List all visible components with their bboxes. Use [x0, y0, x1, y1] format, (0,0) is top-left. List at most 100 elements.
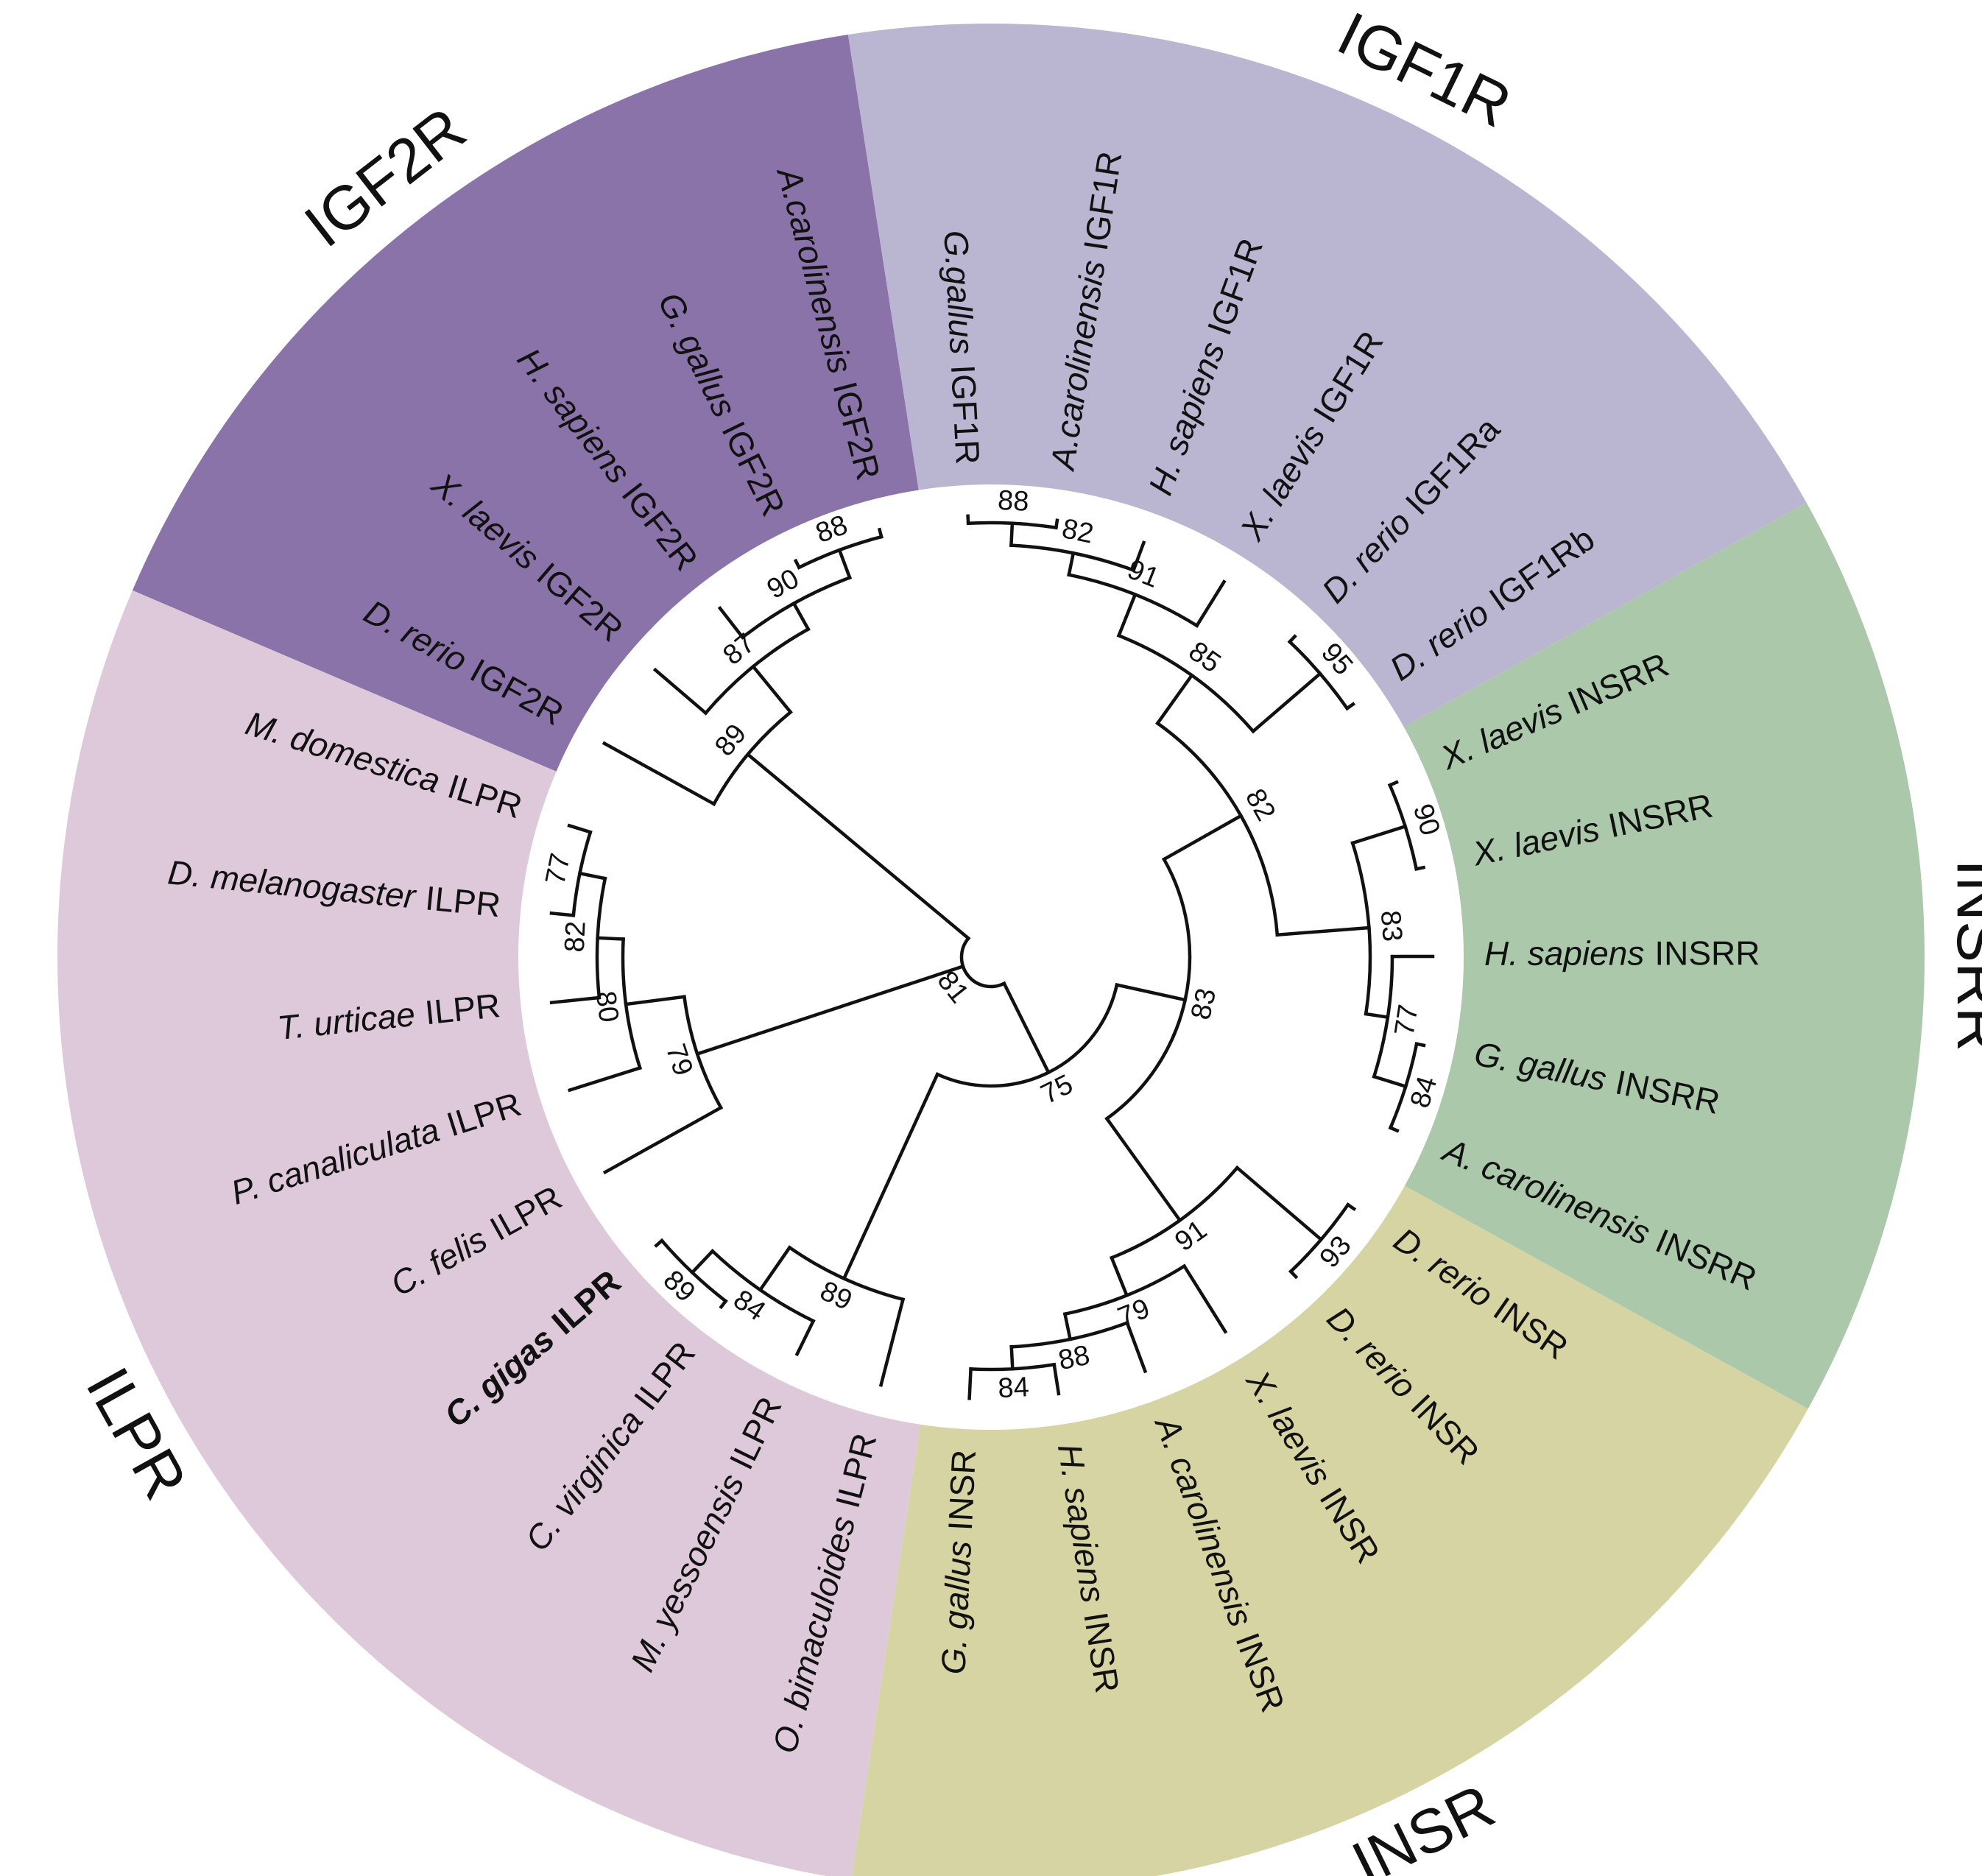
leaf-branch	[793, 558, 802, 570]
branch-arc	[1067, 573, 1199, 628]
leaf-label-g-gallus-insr: G. gallus INSR	[934, 1449, 983, 1676]
bootstrap-value: 77	[540, 850, 576, 887]
internal-branch	[1116, 592, 1138, 638]
branch-arc	[1372, 954, 1394, 1079]
leaf-branch	[549, 911, 576, 917]
leaf-branch	[966, 514, 970, 526]
internal-branch	[842, 1072, 940, 1281]
internal-branch	[1009, 1344, 1015, 1371]
internal-branch	[1009, 521, 1015, 548]
branch-arc	[1104, 857, 1192, 1121]
leaf-branch	[654, 1238, 665, 1248]
branch-arc	[621, 937, 643, 1071]
branch-arc	[1350, 841, 1372, 1016]
internal-branch	[750, 664, 793, 715]
branch-arc	[1287, 639, 1350, 711]
bootstrap-value: 83	[1185, 986, 1222, 1023]
internal-branch	[577, 871, 607, 881]
branch-arc	[1387, 783, 1419, 871]
bootstrap-value: 88	[1056, 1340, 1093, 1377]
leaf-branch	[602, 741, 716, 807]
leaf-branch	[1414, 865, 1426, 871]
bootstrap-value: 84	[997, 1372, 1029, 1404]
branch-arc	[659, 1238, 728, 1304]
internal-branch	[690, 1249, 715, 1275]
branch-arc	[969, 1362, 1057, 1372]
internal-branch	[624, 995, 686, 1006]
internal-branch	[1364, 1012, 1390, 1020]
internal-branch	[1235, 1165, 1324, 1242]
bootstrap-value: 82	[1059, 513, 1096, 550]
leaf-branch	[1414, 1042, 1426, 1048]
internal-branch	[596, 936, 625, 941]
leaf-species: G.gallus	[937, 230, 981, 356]
branch-arc	[595, 876, 607, 1000]
tree-branches	[549, 514, 1435, 1400]
leaf-gene: INSRR	[1654, 934, 1760, 972]
clade-sector-igf1r	[847, 23, 1807, 741]
clade-sector-ilpr	[57, 590, 925, 1876]
internal-branch	[1001, 981, 1051, 1075]
leaf-branch	[1052, 1362, 1061, 1396]
tree-inner-area	[518, 484, 1464, 1430]
internal-branch	[758, 1245, 792, 1293]
leaf-branch	[1288, 1269, 1299, 1280]
leaf-branch	[1345, 1202, 1357, 1212]
leaf-branch	[1344, 702, 1356, 711]
leaf-species: H. sapiens	[1484, 934, 1644, 973]
leaf-branch	[652, 667, 708, 716]
leaf-gene: ILPR	[423, 878, 502, 924]
branch-arc	[571, 830, 593, 917]
branch-arc	[797, 535, 884, 570]
leaf-branch	[549, 995, 602, 1005]
leaf-branch	[1054, 518, 1059, 530]
branch-arc	[1288, 1202, 1350, 1274]
branch-arc	[711, 710, 793, 807]
branch-arc	[1009, 543, 1136, 573]
internal-branch	[1067, 551, 1076, 577]
leaf-label-h-sapiens-insrr: H. sapiens INSRR	[1484, 934, 1760, 973]
internal-branch	[1109, 1255, 1129, 1298]
branch-arc	[1155, 721, 1280, 937]
branch-arc	[703, 627, 811, 716]
internal-branch	[1155, 673, 1194, 726]
internal-branch	[745, 752, 971, 941]
leaf-branch	[1194, 579, 1227, 628]
internal-branch	[1104, 1116, 1182, 1223]
leaf-gene: IGF1R	[944, 364, 987, 465]
leaf-gene: INSR	[941, 1449, 983, 1531]
leaf-branch	[878, 1297, 906, 1387]
internal-branch	[837, 548, 853, 580]
branch-arc	[966, 521, 1058, 530]
bootstrap-value: 88	[997, 485, 1029, 518]
branch-arc	[740, 575, 853, 640]
bootstrap-value: 77	[1389, 1002, 1425, 1037]
branch-arc	[1009, 1320, 1129, 1349]
branch-arc	[1116, 633, 1256, 734]
leaf-branch	[567, 1065, 643, 1093]
internal-branch	[1062, 1312, 1073, 1341]
leaf-branch	[877, 527, 884, 539]
bootstrap-value: 82	[560, 920, 592, 953]
leaf-species: G. gallus	[934, 1540, 978, 1675]
bootstrap-value: 83	[1375, 909, 1408, 942]
internal-branch	[1275, 925, 1371, 937]
internal-branch	[1350, 824, 1408, 845]
clade-label-insrr: INSRR	[1944, 859, 1982, 1052]
internal-branch	[1372, 1074, 1408, 1089]
branch-arc	[682, 995, 724, 1110]
leaf-branch	[717, 605, 745, 640]
leaf-label-g-gallus-igf1r: G.gallusIGF1R	[937, 230, 987, 466]
leaf-branch	[1388, 1125, 1400, 1133]
leaf-branch	[1125, 1320, 1148, 1374]
branch-arc	[935, 982, 1119, 1088]
branch-arc	[787, 1245, 906, 1302]
leaf-branch	[1131, 540, 1146, 573]
leaf-branch	[719, 1299, 728, 1310]
internal-branch	[1115, 982, 1188, 1002]
clade-sector-insrr	[1378, 502, 1925, 1409]
leaf-branch	[967, 1367, 973, 1400]
leaf-branch	[1182, 1263, 1228, 1334]
